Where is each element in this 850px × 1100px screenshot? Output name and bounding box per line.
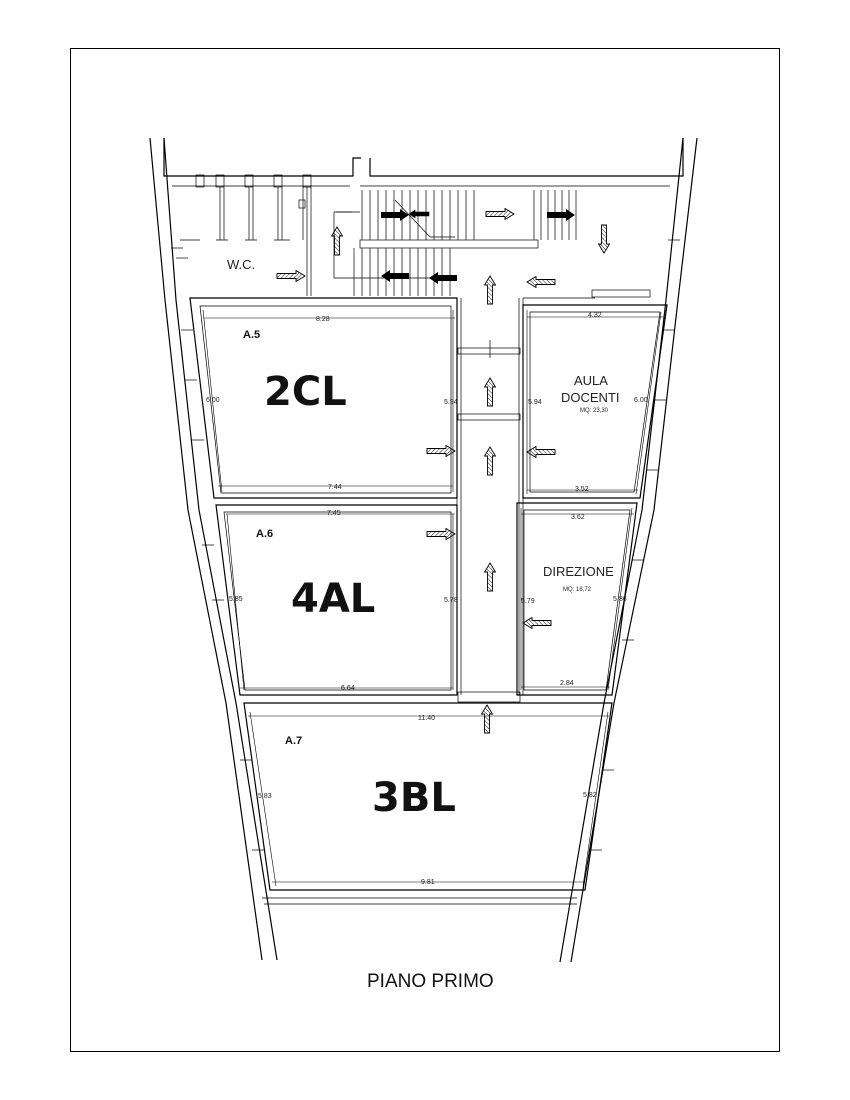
arrow-left-solid-icon xyxy=(429,272,457,284)
arrow-up-hatched-icon xyxy=(484,275,496,305)
outer-walls xyxy=(149,137,698,963)
a7-class-label: 3BL xyxy=(372,775,456,821)
a5-dim-bottom: 7.44 xyxy=(328,484,342,491)
a6-dim-bottom: 6.64 xyxy=(341,685,355,692)
arrow-left-solid-icon xyxy=(381,270,409,282)
wc-label: W.C. xyxy=(227,257,255,272)
a5-class-label: 2CL xyxy=(264,369,347,415)
a7-code: A.7 xyxy=(285,735,302,747)
aula-dim-left: 5.94 xyxy=(528,399,542,406)
a5-dim-top: 8.28 xyxy=(316,316,330,323)
aula-label-line2: DOCENTI xyxy=(561,390,620,405)
a5-dim-left: 6.00 xyxy=(206,397,220,404)
a7-dim-bottom: 9.81 xyxy=(421,879,435,886)
staircase xyxy=(333,190,651,298)
room-a7: 11.40 9.81 5.83 5.82 A.7 3BL xyxy=(243,702,613,905)
arrow-right-hatched-icon xyxy=(485,208,515,220)
arrow-up-hatched-icon xyxy=(484,446,496,476)
a6-dim-top: 7.45 xyxy=(327,510,341,517)
arrow-right-hatched-icon xyxy=(276,270,306,282)
wc-area: W.C. xyxy=(180,174,312,296)
direzione-dim-left: 5.79 xyxy=(521,598,535,605)
aula-dim-bottom: 3.52 xyxy=(575,486,589,493)
room-direzione: 3.62 2.84 5.79 5.86 DIREZIONE MQ: 18,72 xyxy=(516,502,638,696)
a6-class-label: 4AL xyxy=(291,576,375,622)
a6-dim-left: 5.85 xyxy=(229,596,243,603)
room-a5: 8.28 7.44 6.00 5.94 A.5 2CL xyxy=(189,297,458,499)
aula-area: MQ: 23,30 xyxy=(580,408,609,414)
arrow-down-hatched-icon xyxy=(598,224,610,254)
direzione-label: DIREZIONE xyxy=(543,564,614,579)
arrow-right-solid-icon xyxy=(547,209,575,221)
arrow-up-hatched-icon xyxy=(484,562,496,592)
side-windows xyxy=(171,239,680,851)
direzione-area: MQ: 18,72 xyxy=(563,587,592,593)
direzione-dim-bottom: 2.84 xyxy=(560,680,574,687)
a6-dim-right: 5.78 xyxy=(444,597,458,604)
evacuation-arrows xyxy=(276,208,610,734)
arrow-up-hatched-icon xyxy=(481,704,493,734)
a5-code: A.5 xyxy=(243,329,260,341)
arrow-up-hatched-icon xyxy=(331,226,343,256)
arrow-left-hatched-icon xyxy=(522,617,552,629)
direzione-dim-top: 3.62 xyxy=(571,514,585,521)
a6-code: A.6 xyxy=(256,528,273,540)
room-aula-docenti: 4.32 3.52 5.94 6.00 AULA DOCENTI MQ: 23,… xyxy=(522,304,668,499)
a5-dim-right: 5.94 xyxy=(444,399,458,406)
aula-dim-right: 6.00 xyxy=(634,397,648,404)
aula-label-line1: AULA xyxy=(574,373,608,388)
arrow-left-hatched-icon xyxy=(526,446,556,458)
aula-dim-top: 4.32 xyxy=(588,312,602,319)
arrow-left-hatched-icon xyxy=(526,276,556,288)
a7-dim-left: 5.83 xyxy=(258,793,272,800)
sheet-frame xyxy=(70,48,780,1052)
arrow-up-hatched-icon xyxy=(484,377,496,407)
direzione-dim-right: 5.86 xyxy=(613,596,627,603)
drawing-title: PIANO PRIMO xyxy=(367,971,494,992)
a7-dim-top: 11.40 xyxy=(418,715,435,722)
a7-dim-right: 5.82 xyxy=(583,792,597,799)
corridor xyxy=(445,297,595,703)
room-a6: 7.45 6.64 5.85 5.78 A.6 4AL xyxy=(215,504,458,696)
